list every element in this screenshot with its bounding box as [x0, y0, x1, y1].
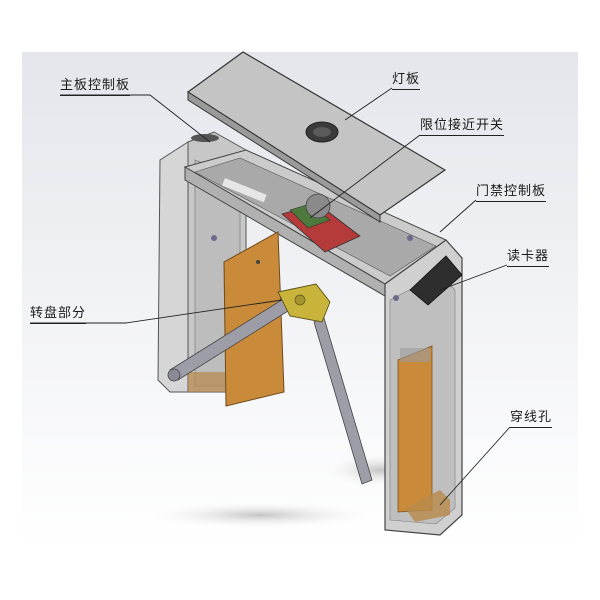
leader-cable-hole	[439, 426, 511, 506]
floor-shadow	[140, 501, 380, 529]
leader-limit-switch	[309, 134, 421, 219]
leader-access-control-board	[439, 199, 477, 233]
label-limit-proximity-switch: 限位接近开关	[420, 118, 505, 136]
label-cable-hole: 穿线孔	[510, 410, 553, 428]
top-beam	[183, 149, 447, 297]
turntable-arms	[167, 283, 373, 485]
label-main-control-board: 主板控制板	[60, 78, 131, 96]
label-access-control-board: 门禁控制板	[476, 184, 547, 202]
right-post	[384, 239, 463, 536]
leader-light-board	[344, 87, 393, 121]
light-board-lid	[186, 51, 447, 223]
label-card-reader: 读卡器	[507, 249, 550, 267]
label-turntable-part: 转盘部分	[30, 306, 87, 324]
leader-card-reader	[439, 264, 508, 291]
label-light-board: 灯板	[392, 72, 421, 90]
